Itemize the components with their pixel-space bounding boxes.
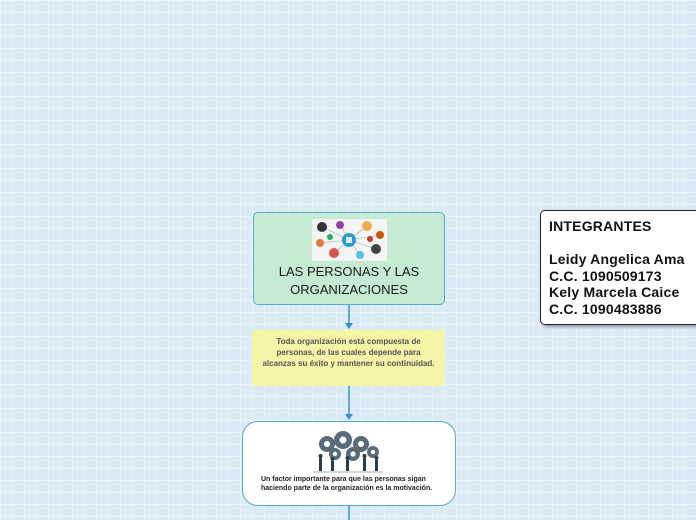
integrantes-text: INTEGRANTES Leidy Angelica Ama C.C. 1090… (549, 218, 696, 317)
organization-composition-node[interactable]: Toda organización está compuesta de pers… (252, 330, 445, 386)
people-gears-icon (313, 428, 383, 474)
social-network-people-icon (312, 219, 387, 261)
root-topic-title: LAS PERSONAS Y LAS ORGANIZACIONES (254, 263, 444, 299)
integrantes-note[interactable]: INTEGRANTES Leidy Angelica Ama C.C. 1090… (540, 210, 696, 325)
motivation-node[interactable]: Un factor importante para que las person… (242, 421, 456, 506)
root-topic-node[interactable]: LAS PERSONAS Y LAS ORGANIZACIONES (253, 212, 445, 305)
organization-composition-text: Toda organización está compuesta de pers… (262, 336, 435, 369)
connector-root-to-child1 (345, 305, 353, 329)
motivation-text: Un factor importante para que las person… (261, 475, 439, 493)
connector-child1-to-child2 (345, 386, 353, 420)
